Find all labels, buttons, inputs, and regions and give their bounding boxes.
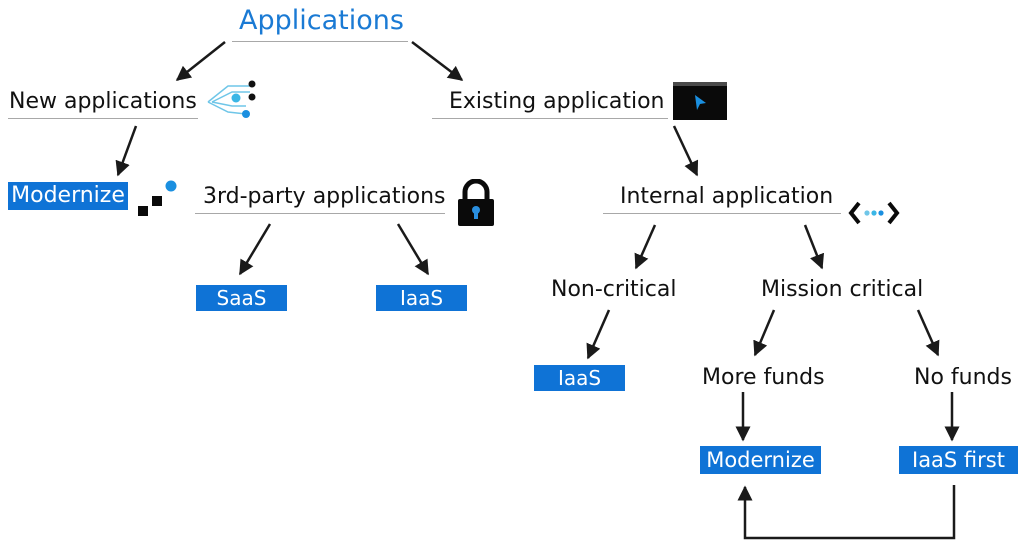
diagonal-dots-icon [138,180,177,216]
node-non-critical: Non-critical [551,277,677,302]
arrow-third-party-to-saas [238,223,272,276]
arrow-internal-to-non-critical [634,224,657,270]
arrow-applications-to-existing [411,41,464,81]
terminal-cursor-icon [673,82,727,120]
arrow-third-party-to-iaas [396,223,430,276]
arrow-new-to-modernize [115,125,138,177]
underline-new-applications [8,118,198,119]
node-new-applications: New applications [9,89,197,114]
box-iaas-first: IaaS first [899,446,1018,474]
branching-nodes-icon [207,80,256,118]
diagram-title: Applications [239,5,404,36]
arrow-internal-to-mission-critical [803,224,825,270]
code-brackets-icon [848,201,900,225]
node-existing-application: Existing application [449,89,665,114]
box-saas: SaaS [196,285,287,311]
underline-third-party [195,213,445,214]
underline-existing-application [432,118,668,119]
node-third-party-applications: 3rd-party applications [203,184,446,209]
node-no-funds: No funds [914,365,1012,390]
arrow-existing-to-internal [672,125,699,177]
box-modernize-new-applications: Modernize [8,182,128,210]
arrow-iaas-first-to-modernize [737,485,956,540]
node-internal-application: Internal application [620,184,834,209]
underline-internal-application [603,213,841,214]
arrow-mission-to-no-funds [916,309,940,357]
arrow-non-critical-to-iaas [586,309,611,360]
arrow-mission-to-more-funds [753,309,776,357]
padlock-icon [458,179,494,226]
node-mission-critical: Mission critical [761,277,924,302]
box-iaas-third-party: IaaS [376,285,467,311]
box-iaas-non-critical: IaaS [534,365,625,391]
arrow-applications-to-new [175,41,226,81]
node-more-funds: More funds [702,365,825,390]
box-modernize-more-funds: Modernize [700,446,821,474]
underline-applications [232,41,408,42]
